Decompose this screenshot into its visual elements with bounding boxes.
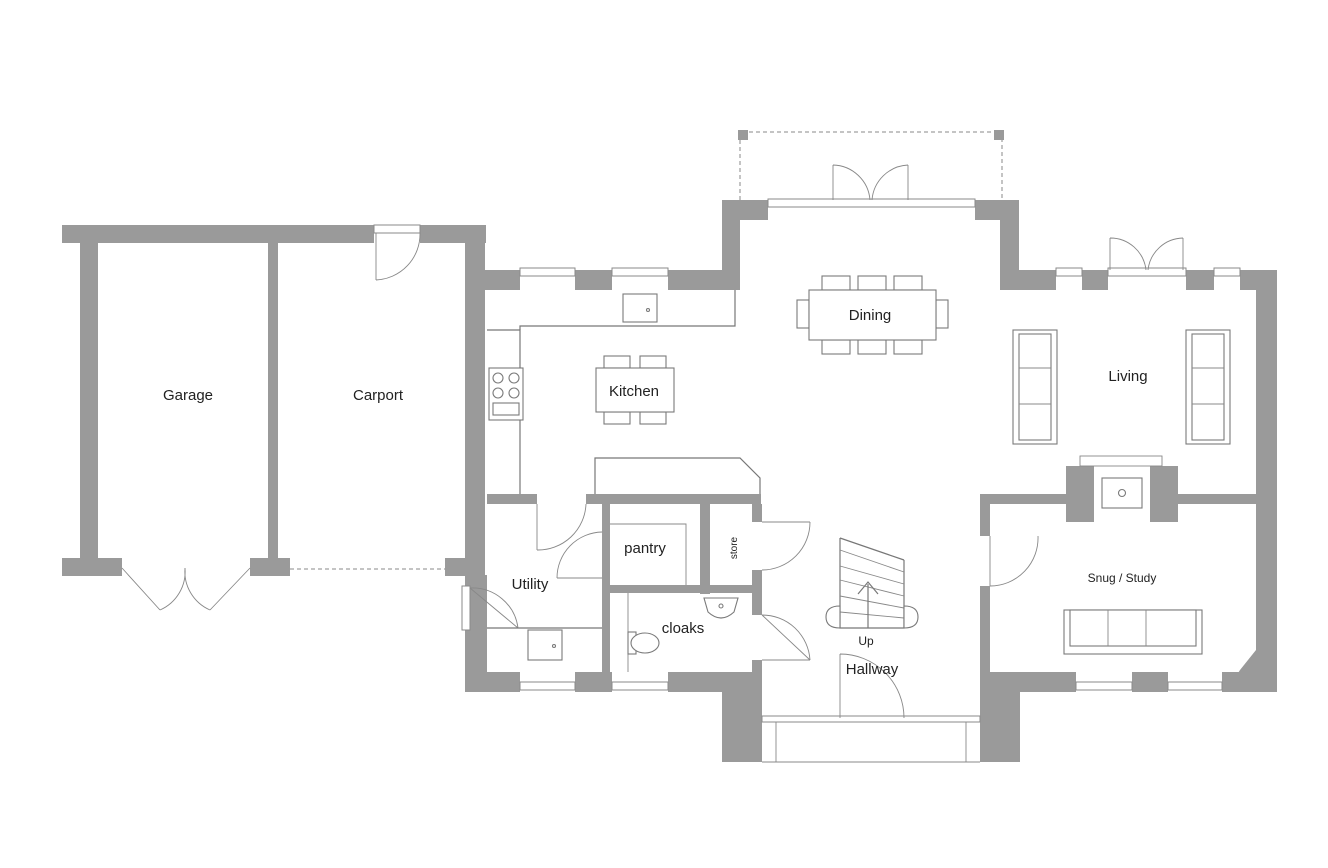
fixtures bbox=[487, 275, 1231, 672]
stair-direction-label: Up bbox=[858, 634, 874, 648]
room-label-carport: Carport bbox=[353, 387, 404, 404]
room-label-hallway: Hallway bbox=[846, 661, 899, 678]
walls bbox=[62, 200, 1277, 762]
room-label-pantry: pantry bbox=[624, 540, 666, 557]
terrace-outline bbox=[290, 130, 1004, 763]
doors bbox=[121, 164, 1184, 719]
room-label-utility: Utility bbox=[512, 576, 549, 593]
room-label-snug-study: Snug / Study bbox=[1088, 571, 1157, 585]
room-label-dining: Dining bbox=[849, 307, 892, 324]
room-label-cloaks: cloaks bbox=[662, 620, 705, 637]
room-labels: Garage Carport Kitchen Dining Living Uti… bbox=[163, 307, 1156, 678]
room-label-kitchen: Kitchen bbox=[609, 383, 659, 400]
windows bbox=[373, 198, 1241, 723]
room-label-garage: Garage bbox=[163, 387, 213, 404]
room-label-store: store bbox=[729, 536, 740, 559]
room-label-living: Living bbox=[1108, 368, 1147, 385]
